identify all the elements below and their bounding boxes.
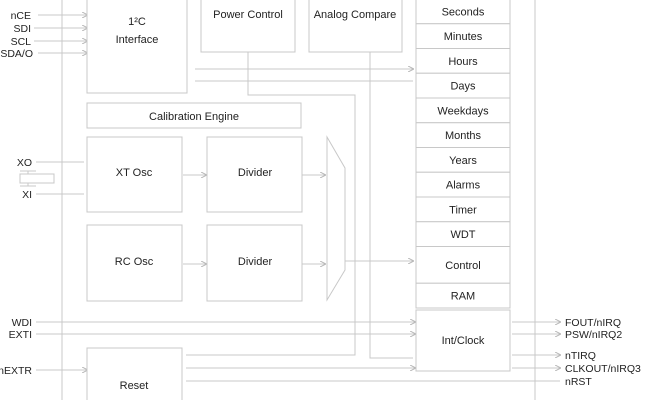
power-control-block: [200, 0, 296, 53]
register-cell: [415, 48, 511, 74]
xt-osc-label: XT Osc: [116, 167, 153, 179]
internal-wires: [183, 52, 560, 382]
calibration-engine-label: Calibration Engine: [149, 111, 239, 123]
register-label: Hours: [448, 56, 478, 68]
pin-scl-label: SCL: [11, 36, 32, 48]
pin-nce-label: nCE: [11, 10, 31, 22]
pin-sdao-label: SDA/O: [0, 48, 33, 60]
pin-xo-label: XO: [17, 157, 32, 169]
register-label: Months: [445, 130, 482, 142]
register-label: Timer: [449, 204, 477, 216]
left-pin-wires: [20, 15, 415, 370]
divider-block-1: [206, 136, 303, 213]
crystal-symbol: [19, 173, 55, 184]
pin-clkout-label: CLKOUT/nIRQ3: [565, 363, 641, 375]
pin-xi-label: XI: [22, 189, 32, 201]
reset-label: Reset: [120, 380, 149, 392]
register-cell: [415, 196, 511, 223]
register-label: Days: [450, 81, 476, 93]
divider-2-label: Divider: [238, 256, 273, 268]
register-label: Minutes: [444, 31, 483, 43]
i2c-interface-block: [86, 0, 188, 94]
rc-osc-block: [86, 224, 183, 302]
analog-compare-block: [308, 0, 403, 53]
pin-psw-label: PSW/nIRQ2: [565, 329, 622, 341]
power-control-label: Power Control: [213, 9, 283, 21]
register-cell: [415, 246, 511, 284]
xt-osc-block: [86, 136, 183, 213]
pin-nextr-label: nEXTR: [0, 365, 32, 377]
analog-compare-label: Analog Compare: [314, 9, 397, 21]
right-pin-wires: [512, 322, 560, 368]
divider-1-label: Divider: [238, 167, 273, 179]
pin-nrst-label: nRST: [565, 376, 592, 388]
clock-mux: [326, 135, 346, 302]
register-stack: SecondsMinutesHoursDaysWeekdaysMonthsYea…: [415, 0, 511, 309]
int-clock-block: [415, 309, 511, 372]
rc-osc-label: RC Osc: [115, 256, 154, 268]
register-label: Weekdays: [437, 105, 489, 117]
register-label: Years: [449, 155, 477, 167]
pin-exti-label: EXTI: [9, 329, 32, 341]
register-label: Seconds: [442, 6, 485, 18]
reset-block: [86, 347, 183, 400]
int-clock-label: Int/Clock: [442, 335, 485, 347]
register-label: Alarms: [446, 180, 481, 192]
register-cell: [415, 122, 511, 148]
i2c-label-line1: 1²C: [128, 16, 146, 28]
divider-block-2: [206, 224, 303, 302]
pin-fout-label: FOUT/nIRQ: [565, 317, 621, 329]
pin-sdi-label: SDI: [13, 23, 31, 35]
register-label: WDT: [450, 229, 475, 241]
register-label: RAM: [451, 291, 475, 303]
register-cell: [415, 72, 511, 99]
i2c-label-line2: Interface: [116, 34, 159, 46]
calibration-engine-block: [86, 102, 302, 129]
register-cell: [415, 97, 511, 124]
pin-ntirq-label: nTIRQ: [565, 350, 596, 362]
register-label: Control: [445, 260, 480, 272]
pin-wdi-label: WDI: [12, 317, 32, 329]
register-cell: [415, 282, 511, 309]
